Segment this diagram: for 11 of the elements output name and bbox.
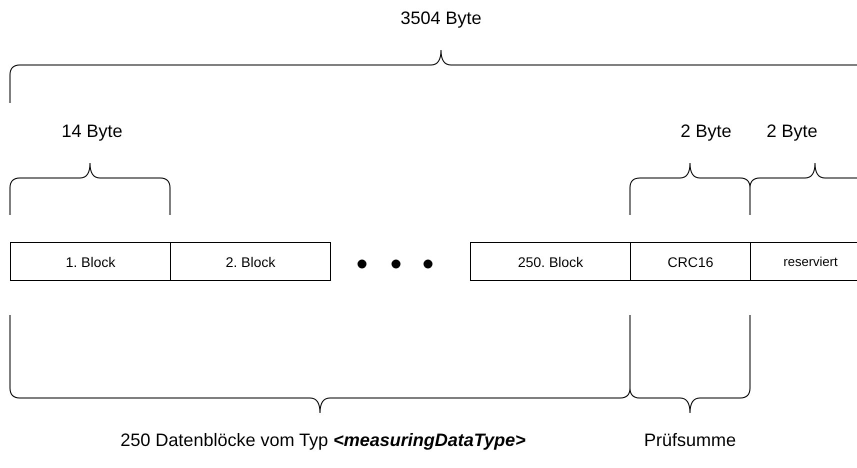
memory-block: reserviert xyxy=(750,242,857,281)
memory-block: CRC16 xyxy=(630,242,751,281)
size-label: 2 Byte xyxy=(680,121,732,142)
section-caption: Prüfsumme xyxy=(644,430,736,451)
size-label: 3504 Byte xyxy=(400,8,482,29)
memory-block: 2. Block xyxy=(170,242,331,281)
section-caption: 250 Datenblöcke vom Typ <measuringDataType> xyxy=(120,430,526,451)
size-label: 2 Byte xyxy=(766,121,818,142)
memory-block: 1. Block xyxy=(10,242,171,281)
size-label: 14 Byte xyxy=(61,121,123,142)
memory-block: 250. Block xyxy=(470,242,631,281)
